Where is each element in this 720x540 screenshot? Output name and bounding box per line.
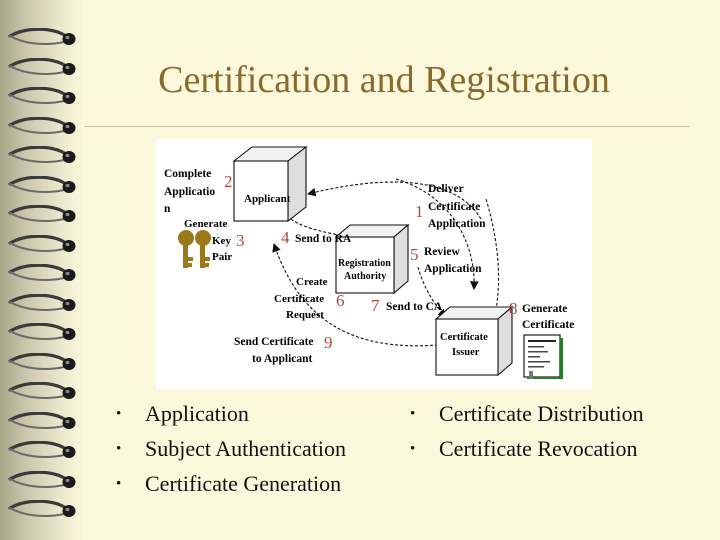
step-8-number: 8	[509, 299, 518, 318]
bullet-list-right: •Certificate Distribution •Certificate R…	[410, 398, 644, 468]
binder-ring	[6, 87, 80, 111]
step-3-number: 3	[236, 231, 245, 250]
binder-ring	[6, 500, 80, 524]
step-3-line3: Pair	[212, 251, 232, 263]
binder-ring	[6, 471, 80, 495]
bullet-list-left: •Application •Subject Authentication •Ce…	[116, 398, 346, 503]
step-6-line1: Create	[296, 276, 328, 288]
step-9-line1: Send Certificate	[234, 336, 314, 348]
certificate-issuer-box: Certificate Issuer	[436, 307, 512, 375]
step-8-line2: Certificate	[522, 319, 574, 331]
certification-diagram: Applicant Registration Authority Certifi…	[156, 139, 592, 389]
binder-ring	[6, 382, 80, 406]
binder-ring	[6, 235, 80, 259]
binder-ring	[6, 176, 80, 200]
title-divider	[84, 126, 690, 127]
key-pair-icon	[178, 230, 211, 268]
bullet-item: •Application	[116, 398, 346, 433]
binder-ring	[6, 353, 80, 377]
ra-label-line2: Authority	[344, 271, 386, 282]
binder-ring	[6, 323, 80, 347]
applicant-box: Applicant	[234, 147, 306, 221]
arrow-generate-cert	[486, 199, 499, 321]
step-6-number: 6	[336, 291, 345, 310]
bullet-glyph: •	[116, 433, 121, 465]
step-2-line1: Complete	[164, 168, 211, 180]
applicant-label: Applicant	[244, 193, 291, 205]
step-4-label: Send to RA	[295, 233, 352, 245]
ra-label-line1: Registration	[338, 258, 391, 269]
bullet-item: •Certificate Generation	[116, 468, 346, 503]
bullet-item: •Subject Authentication	[116, 433, 346, 468]
step-3-line1: Generate	[184, 218, 227, 230]
step-8-line1: Generate	[522, 303, 567, 315]
binder-ring	[6, 294, 80, 318]
step-2-line2: Applicatio	[164, 186, 215, 198]
bullet-glyph: •	[410, 398, 415, 430]
bullet-item: •Certificate Revocation	[410, 433, 644, 468]
step-1-line1: Deliver	[428, 183, 464, 195]
binder-ring	[6, 205, 80, 229]
bullet-glyph: •	[410, 433, 415, 465]
binder-ring	[6, 117, 80, 141]
issuer-label-line1: Certificate	[440, 332, 488, 343]
bullet-glyph: •	[116, 468, 121, 500]
step-3-line2: Key	[212, 235, 231, 247]
binder-ring	[6, 412, 80, 436]
bullet-item: •Certificate Distribution	[410, 398, 644, 433]
step-5-line1: Review	[424, 246, 460, 258]
step-1-number: 1	[415, 202, 424, 221]
step-9-line2: to Applicant	[252, 353, 313, 365]
step-2-line3: n	[164, 203, 171, 215]
step-7-label: Send to CA	[386, 301, 443, 313]
step-1-line3: Application	[428, 218, 486, 230]
step-6-line2: Certificate	[274, 293, 324, 305]
step-7-number: 7	[371, 296, 380, 315]
step-5-number: 5	[410, 245, 419, 264]
step-5-line2: Application	[424, 263, 482, 275]
certificate-document-icon	[524, 335, 563, 379]
binder-ring	[6, 441, 80, 465]
binder-ring	[6, 28, 80, 52]
step-1-line2: Certificate	[428, 201, 480, 213]
step-6-line3: Request	[286, 309, 324, 321]
step-2-number: 2	[224, 172, 233, 191]
step-4-number: 4	[281, 228, 290, 247]
bullet-glyph: •	[116, 398, 121, 430]
slide-title: Certification and Registration	[84, 58, 684, 102]
issuer-label-line2: Issuer	[452, 347, 480, 358]
step-9-number: 9	[324, 333, 333, 352]
binder-ring	[6, 58, 80, 82]
binder-ring	[6, 146, 80, 170]
binder-ring	[6, 264, 80, 288]
